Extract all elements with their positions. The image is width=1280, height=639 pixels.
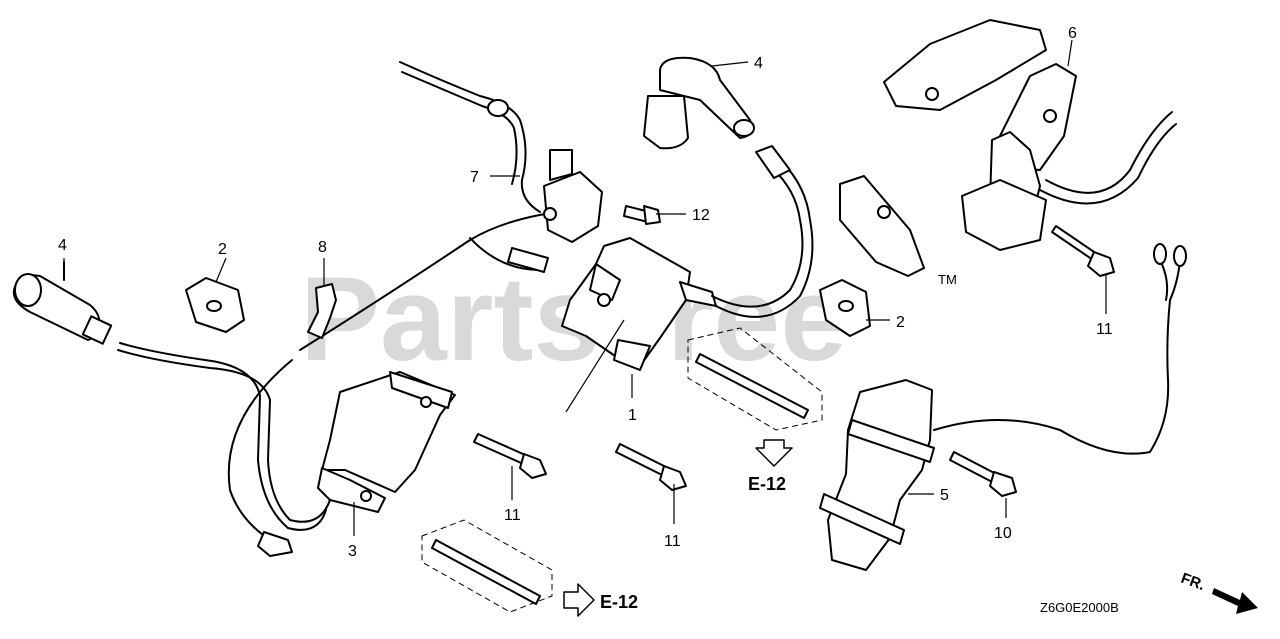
ref-arrow-upper [755, 439, 793, 467]
callout-10: 10 [994, 525, 1012, 542]
callout-1: 1 [628, 407, 637, 424]
spark-plug-cap-top [643, 56, 755, 150]
ht-lead-right [711, 167, 804, 308]
leader-lines [63, 39, 1107, 536]
ht-lead-left [117, 349, 331, 523]
callout-11-a: 11 [504, 507, 521, 524]
dashed-box-lower [421, 519, 553, 613]
clip-8 [307, 283, 337, 339]
coil-5-lead [933, 299, 1171, 455]
callout-2-left: 2 [218, 241, 227, 258]
insulator-2-left [185, 277, 245, 333]
watermark-trademark: TM [938, 272, 957, 287]
ignition-coil-1 [561, 237, 717, 371]
module-7 [543, 149, 603, 243]
callout-4-top: 4 [754, 55, 763, 72]
ref-e12-upper: E-12 [748, 474, 786, 494]
pulser-coil-6 [839, 19, 1077, 277]
callout-12: 12 [692, 207, 710, 224]
diagram-code: Z6G0E2000B [1040, 600, 1119, 615]
insulator-2-right [819, 279, 871, 337]
bolt-11-b [615, 443, 687, 491]
callout-11-c: 11 [1096, 321, 1113, 338]
callout-7: 7 [470, 169, 479, 186]
bolt-10 [949, 451, 1017, 497]
callout-11-b: 11 [664, 533, 681, 550]
callout-3: 3 [348, 543, 357, 560]
top-lead [399, 61, 541, 213]
bolt-12 [623, 205, 661, 225]
callout-5: 5 [940, 487, 949, 504]
callout-8: 8 [318, 239, 327, 256]
exciter-coil-5 [819, 379, 935, 571]
callout-2-right: 2 [896, 314, 905, 331]
spark-plug-cap-left [12, 261, 113, 345]
ref-arrow-lower [563, 583, 595, 617]
ground-wire [299, 213, 546, 351]
bolt-11-c [1051, 225, 1115, 277]
ignition-coil-3 [317, 371, 456, 513]
callout-6: 6 [1068, 25, 1077, 42]
front-arrow-icon [1212, 588, 1258, 614]
ref-e12-lower: E-12 [600, 592, 638, 612]
callout-4-left: 4 [58, 237, 67, 254]
front-marker-label: FR. [1179, 570, 1208, 594]
bolt-11-a [473, 433, 547, 479]
dashed-box-upper [687, 327, 823, 431]
coil-6-lead [1045, 111, 1173, 194]
